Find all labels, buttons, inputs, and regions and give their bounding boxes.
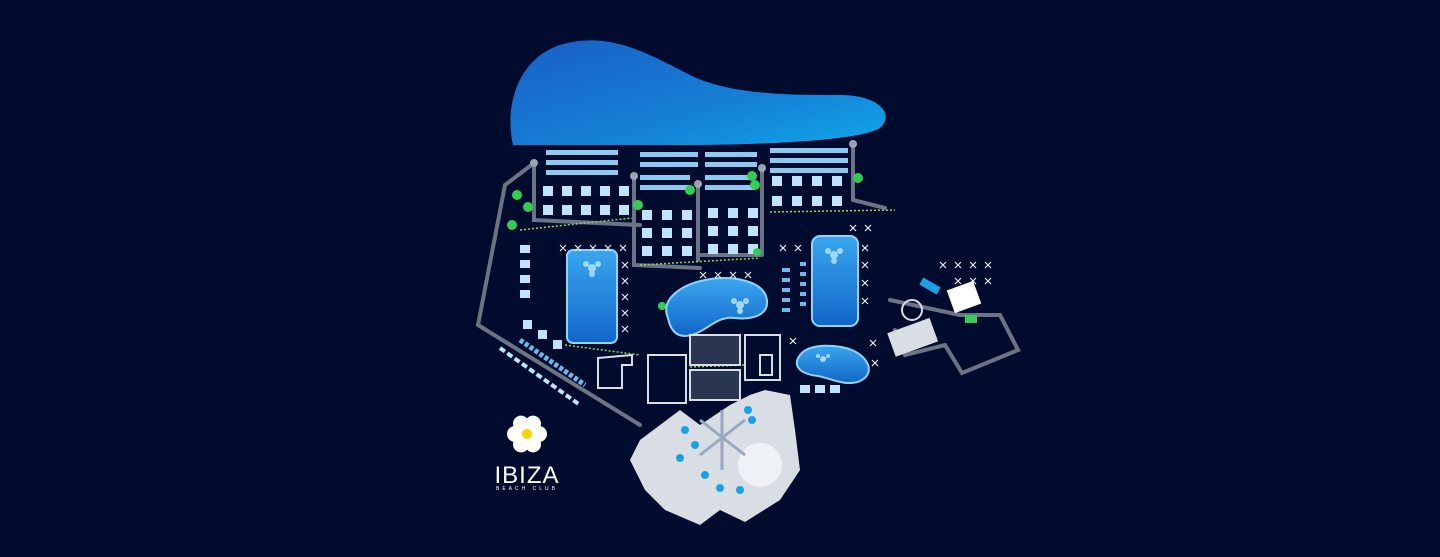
palm-trees [507,171,863,310]
pool-west [566,249,618,344]
flower-petal [525,415,541,432]
flower-center [522,429,532,439]
flower-icon [507,415,547,453]
flower-petal [513,415,529,432]
cabanas [520,176,842,393]
logo-subtitle: BEACH CLUB [496,486,558,492]
pool-east [811,235,859,327]
logo-wordmark: IBIZA [494,462,560,489]
side-sunbeds [498,262,806,407]
pool-flower-icon [583,248,843,362]
restaurant-details [676,406,782,494]
ibiza-logo: IBIZA BEACH CLUB [487,412,567,497]
pool-south [795,344,870,385]
pool-center [665,277,769,338]
lounge-east [887,277,982,357]
sea-area [510,40,886,145]
central-buildings [597,334,781,404]
sunbed-rows [546,148,848,190]
lamp-posts [530,140,857,188]
umbrella-clusters [559,224,992,367]
flower-petal [525,436,541,453]
restaurant-complex [630,390,800,525]
